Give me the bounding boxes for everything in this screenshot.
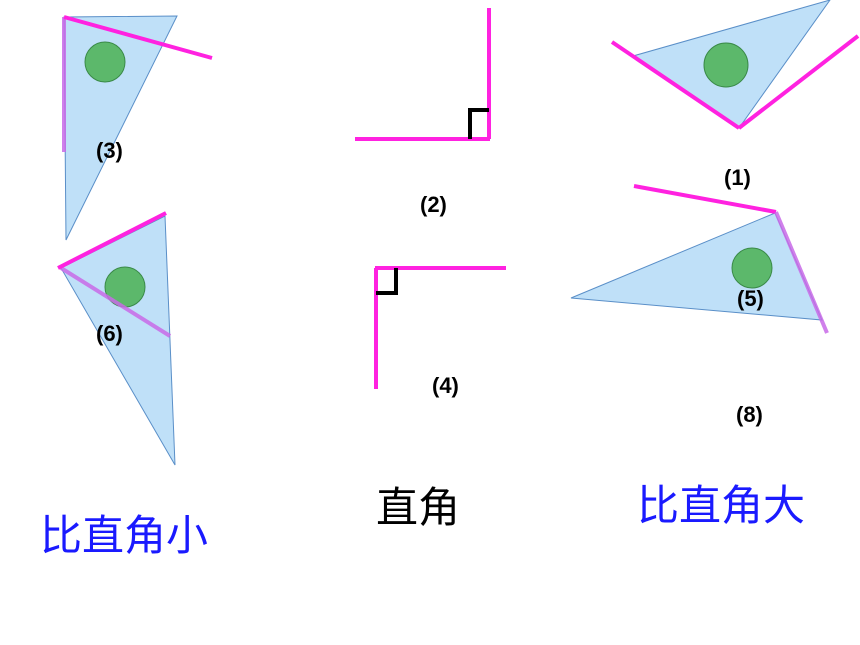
figure-1-ray-right xyxy=(737,34,860,130)
figure-3-circle xyxy=(84,41,126,83)
category-less-than-right-angle: 比直角小 xyxy=(40,511,208,560)
figure-5-ray-right xyxy=(774,211,829,334)
figure-2-label: (2) xyxy=(420,192,447,217)
figure-6-label: (6) xyxy=(96,321,123,346)
figure-5-ray-top xyxy=(633,184,777,214)
figure-8-label: (8) xyxy=(736,402,763,427)
figure-6-acute-angle: (6) xyxy=(57,211,176,466)
figure-4-right-angle-mark xyxy=(376,268,398,295)
figure-3-acute-angle: (3) xyxy=(62,15,213,241)
category-right-angle: 直角 xyxy=(376,483,460,532)
category-greater-than-right-angle: 比直角大 xyxy=(637,481,805,530)
figure-5-obtuse-angle: (5) xyxy=(570,184,829,334)
figure-3-label: (3) xyxy=(96,138,123,163)
figure-1-ray-left xyxy=(610,40,741,130)
figure-5-circle xyxy=(731,247,773,289)
figure-6-ray-diagonal xyxy=(59,266,172,338)
figure-4-right-angle: (4) xyxy=(374,266,506,398)
figure-6-ray-top xyxy=(57,211,167,270)
figure-1-obtuse-angle: (1) xyxy=(610,0,860,190)
figure-2-right-angle-mark xyxy=(468,108,489,139)
figure-3-ray-diagonal xyxy=(63,15,213,60)
figure-1-circle xyxy=(703,42,749,88)
figure-2-right-angle: (2) xyxy=(355,8,491,217)
figure-4-label: (4) xyxy=(432,373,459,398)
figure-5-label: (5) xyxy=(737,286,764,311)
figure-1-label: (1) xyxy=(724,165,751,190)
